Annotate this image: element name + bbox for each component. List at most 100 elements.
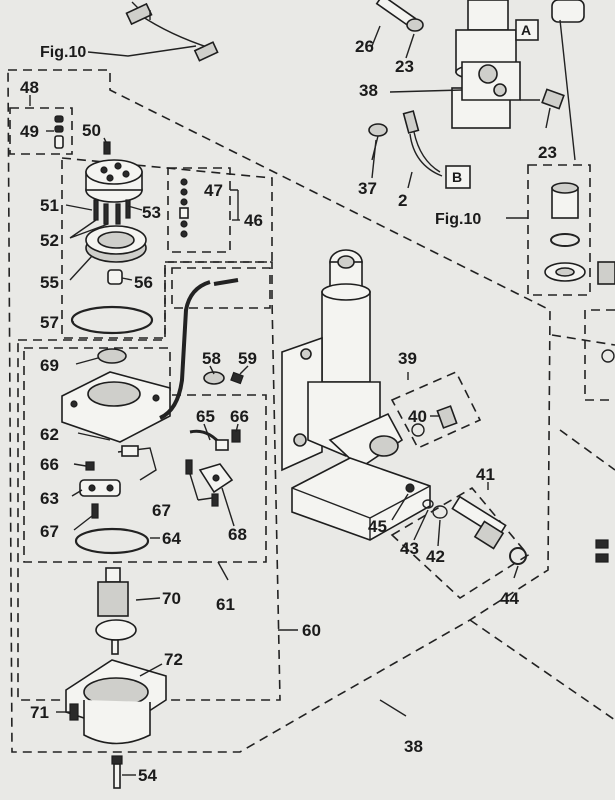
- leader-66-right: [235, 423, 239, 433]
- part-42-ring: [432, 505, 448, 519]
- callout-58: 58: [202, 349, 221, 368]
- callout-48: 48: [20, 78, 39, 97]
- part-72-motor-case: [65, 659, 167, 745]
- part-54-bolt: [111, 755, 123, 789]
- part-69-seal: [97, 348, 127, 364]
- right-edge-dash-3: [469, 619, 615, 721]
- leader-37: [371, 139, 377, 179]
- box-41-outline: [390, 486, 530, 600]
- part-66-screw-left: [85, 461, 95, 471]
- part-43-ring: [422, 499, 434, 509]
- callout-61: 61: [216, 595, 235, 614]
- callout-65: 65: [196, 407, 215, 426]
- part-71-screw: [69, 703, 79, 721]
- box-48-outline: [9, 107, 73, 155]
- part-upper-cylinder: [451, 0, 521, 129]
- wire-chain: [139, 14, 211, 49]
- callout-64: 64: [162, 529, 181, 548]
- callout-40: 40: [408, 407, 427, 426]
- callout-45: 45: [368, 517, 387, 536]
- callout-41: 41: [476, 465, 495, 484]
- callout-51: 51: [40, 196, 59, 215]
- part-26-rod: [375, 0, 424, 32]
- leader-59: [239, 365, 249, 375]
- part-37-screw: [368, 123, 388, 161]
- leader-72: [139, 663, 163, 677]
- assembly-cap-outline: [61, 157, 273, 339]
- callout-2: 2: [398, 191, 407, 210]
- callout-67-left: 67: [40, 522, 59, 541]
- callout-71: 71: [30, 703, 49, 722]
- hose-pipe: [159, 280, 211, 420]
- box-46-outline: [167, 167, 231, 253]
- part-44-oring: [509, 547, 527, 565]
- leader-2: [407, 171, 413, 189]
- leader-66-left: [73, 463, 87, 467]
- part-64-oring: [74, 527, 150, 555]
- callout-66-left: 66: [40, 455, 59, 474]
- leader-38-bottom: [379, 699, 407, 717]
- connector-lead: [131, 1, 151, 20]
- boxed-ref-a: A: [515, 19, 539, 41]
- leader-23-top: [405, 33, 415, 59]
- part-67-screw-b: [211, 493, 219, 507]
- leader-52: [69, 219, 109, 239]
- part-23-bolt: [541, 88, 565, 110]
- leader-23-right: [545, 107, 551, 129]
- part-70-armature: [95, 567, 137, 655]
- part-49-pins: [54, 115, 64, 149]
- part-52-53-studs: [93, 199, 131, 225]
- callout-50: 50: [82, 121, 101, 140]
- leader-55: [69, 255, 93, 281]
- hose-end: [213, 278, 239, 286]
- leader-69: [75, 357, 99, 365]
- assembly-60-outline: [17, 261, 281, 701]
- callout-67-right: 67: [152, 501, 171, 520]
- callout-23-right: 23: [538, 143, 557, 162]
- callout-68: 68: [228, 525, 247, 544]
- part-56-fitting: [107, 269, 123, 285]
- callout-62: 62: [40, 425, 59, 444]
- leader-50: [103, 137, 107, 143]
- part-50-pin: [103, 141, 111, 155]
- part-67-screw-left: [91, 503, 99, 519]
- part-67-screw-a: [185, 459, 193, 475]
- part-41-spool: [451, 495, 507, 550]
- callout-38-bottom: 38: [404, 737, 423, 756]
- callout-57: 57: [40, 313, 59, 332]
- part-65-connector: [215, 439, 229, 451]
- fig10-ref-right: Fig.10: [435, 211, 481, 228]
- leader-38-top: [389, 89, 463, 93]
- callout-60: 60: [302, 621, 321, 640]
- brush-box: [121, 445, 139, 457]
- box-39-outline: [390, 370, 482, 450]
- callout-72: 72: [164, 650, 183, 669]
- leader-43: [413, 509, 429, 541]
- leader-67-right: [189, 473, 213, 501]
- leader-70: [135, 597, 161, 601]
- part-40-plug: [411, 405, 458, 437]
- part-59-screw: [230, 371, 244, 385]
- assembly-38-outline: [7, 69, 551, 753]
- left-parts: [54, 115, 171, 789]
- leader-fig10-top: [87, 45, 197, 57]
- callout-69: 69: [40, 356, 59, 375]
- part-far-right-c: [595, 539, 609, 549]
- part-57-oring: [70, 305, 154, 335]
- leader-26: [371, 25, 381, 47]
- right-edge-dash: [551, 334, 615, 346]
- part-top-right-cap: [551, 0, 585, 23]
- part-58-washer: [203, 371, 225, 385]
- leader-58: [209, 365, 215, 375]
- callout-59: 59: [238, 349, 257, 368]
- connector-fig10: [193, 41, 219, 62]
- part-45-ball: [405, 483, 415, 493]
- leader-45: [391, 493, 409, 521]
- fig10-right-stack: [544, 182, 586, 282]
- right-parts: [405, 182, 615, 565]
- callout-44: 44: [500, 589, 519, 608]
- boxed-ref-b: B: [445, 165, 471, 189]
- assembly-61-outline: [23, 347, 267, 563]
